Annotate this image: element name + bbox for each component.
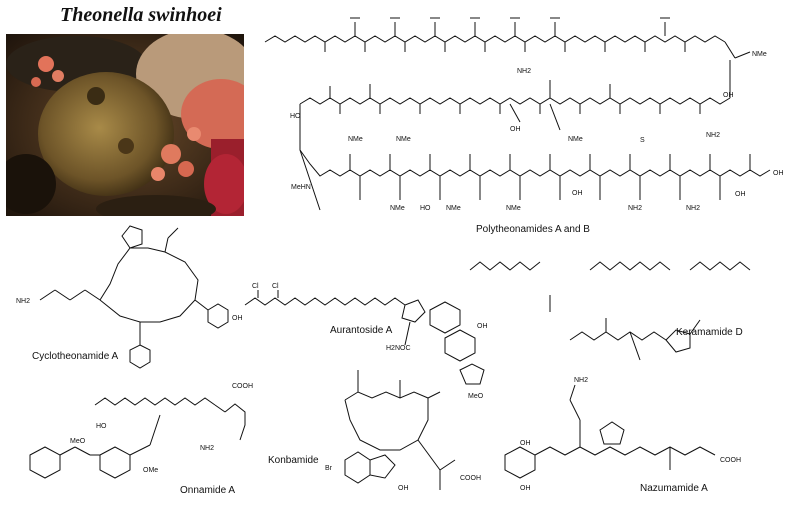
nh2-label-6: NH2: [200, 445, 214, 452]
sponge-photo: [6, 34, 244, 216]
oh-label-9: OH: [520, 440, 531, 447]
label-aurantoside: Aurantoside A: [330, 325, 393, 336]
ho-label-2: HO: [420, 205, 431, 212]
nh2-label-5: NH2: [16, 298, 30, 305]
nh2-label-7: NH2: [574, 377, 588, 384]
side-chain-fragments: [469, 261, 751, 312]
oh-label-2: OH: [723, 92, 734, 99]
h2noc-label: H2NOC: [386, 345, 411, 352]
ho-label-3: HO: [96, 423, 107, 430]
meo-label-2: MeO: [70, 438, 86, 445]
nh2-label-4: NH2: [686, 205, 700, 212]
nhme-label-5: NMe: [390, 205, 405, 212]
species-title: Theonella swinhoei: [60, 4, 222, 26]
polytheonamide-chain-row2: [299, 60, 731, 150]
nh2-label-1: NH2: [517, 68, 531, 75]
polytheonamide-chain-row3: [299, 149, 771, 211]
nhme-label-1: NMe: [752, 51, 767, 58]
nazumamide-structure: [504, 384, 716, 479]
nhme-label-6: NMe: [446, 205, 461, 212]
oh-label-4: OH: [735, 191, 746, 198]
meo-label-1: MeO: [468, 393, 484, 400]
label-nazumamide: Nazumamide A: [640, 483, 708, 494]
ho-label-1: HO: [290, 113, 301, 120]
oh-label-10: OH: [520, 485, 531, 492]
oh-label-6: OH: [232, 315, 243, 322]
label-onnamide: Onnamide A: [180, 485, 236, 496]
cooh-label-1: COOH: [232, 383, 253, 390]
oh-label-1: OH: [510, 126, 521, 133]
oh-label-8: OH: [398, 485, 409, 492]
cl-label-2: Cl: [272, 283, 279, 290]
oh-label-5: OH: [773, 170, 784, 177]
mehn-label: MeHN: [291, 184, 311, 191]
aurantoside-structure: [244, 290, 485, 385]
label-konbamide: Konbamide: [268, 455, 319, 466]
ome-label: OMe: [143, 467, 158, 474]
nh2-label-2: NH2: [706, 132, 720, 139]
nhme-label-7: NMe: [506, 205, 521, 212]
label-keramamide: Keramamide D: [676, 327, 743, 338]
polytheonamide-chain-row1: [264, 17, 751, 59]
nhme-label-4: NMe: [568, 136, 583, 143]
s-label: S: [640, 137, 645, 144]
nhme-label-2: NMe: [348, 136, 363, 143]
oh-label-3: OH: [572, 190, 583, 197]
label-cyclotheonamide: Cyclotheonamide A: [32, 351, 119, 362]
nhme-label-3: NMe: [396, 136, 411, 143]
cl-label-1: Cl: [252, 283, 259, 290]
konbamide-structure: [344, 370, 456, 490]
oh-label-7: OH: [477, 323, 488, 330]
onnamide-structure: [29, 397, 246, 479]
nh2-label-3: NH2: [628, 205, 642, 212]
br-label: Br: [325, 465, 333, 472]
cooh-label-3: COOH: [720, 457, 741, 464]
label-polytheonamides: Polytheonamides A and B: [476, 224, 590, 235]
cooh-label-2: COOH: [460, 475, 481, 482]
keramamide-structure: [569, 318, 701, 361]
cyclotheonamide-structure: [39, 225, 229, 369]
